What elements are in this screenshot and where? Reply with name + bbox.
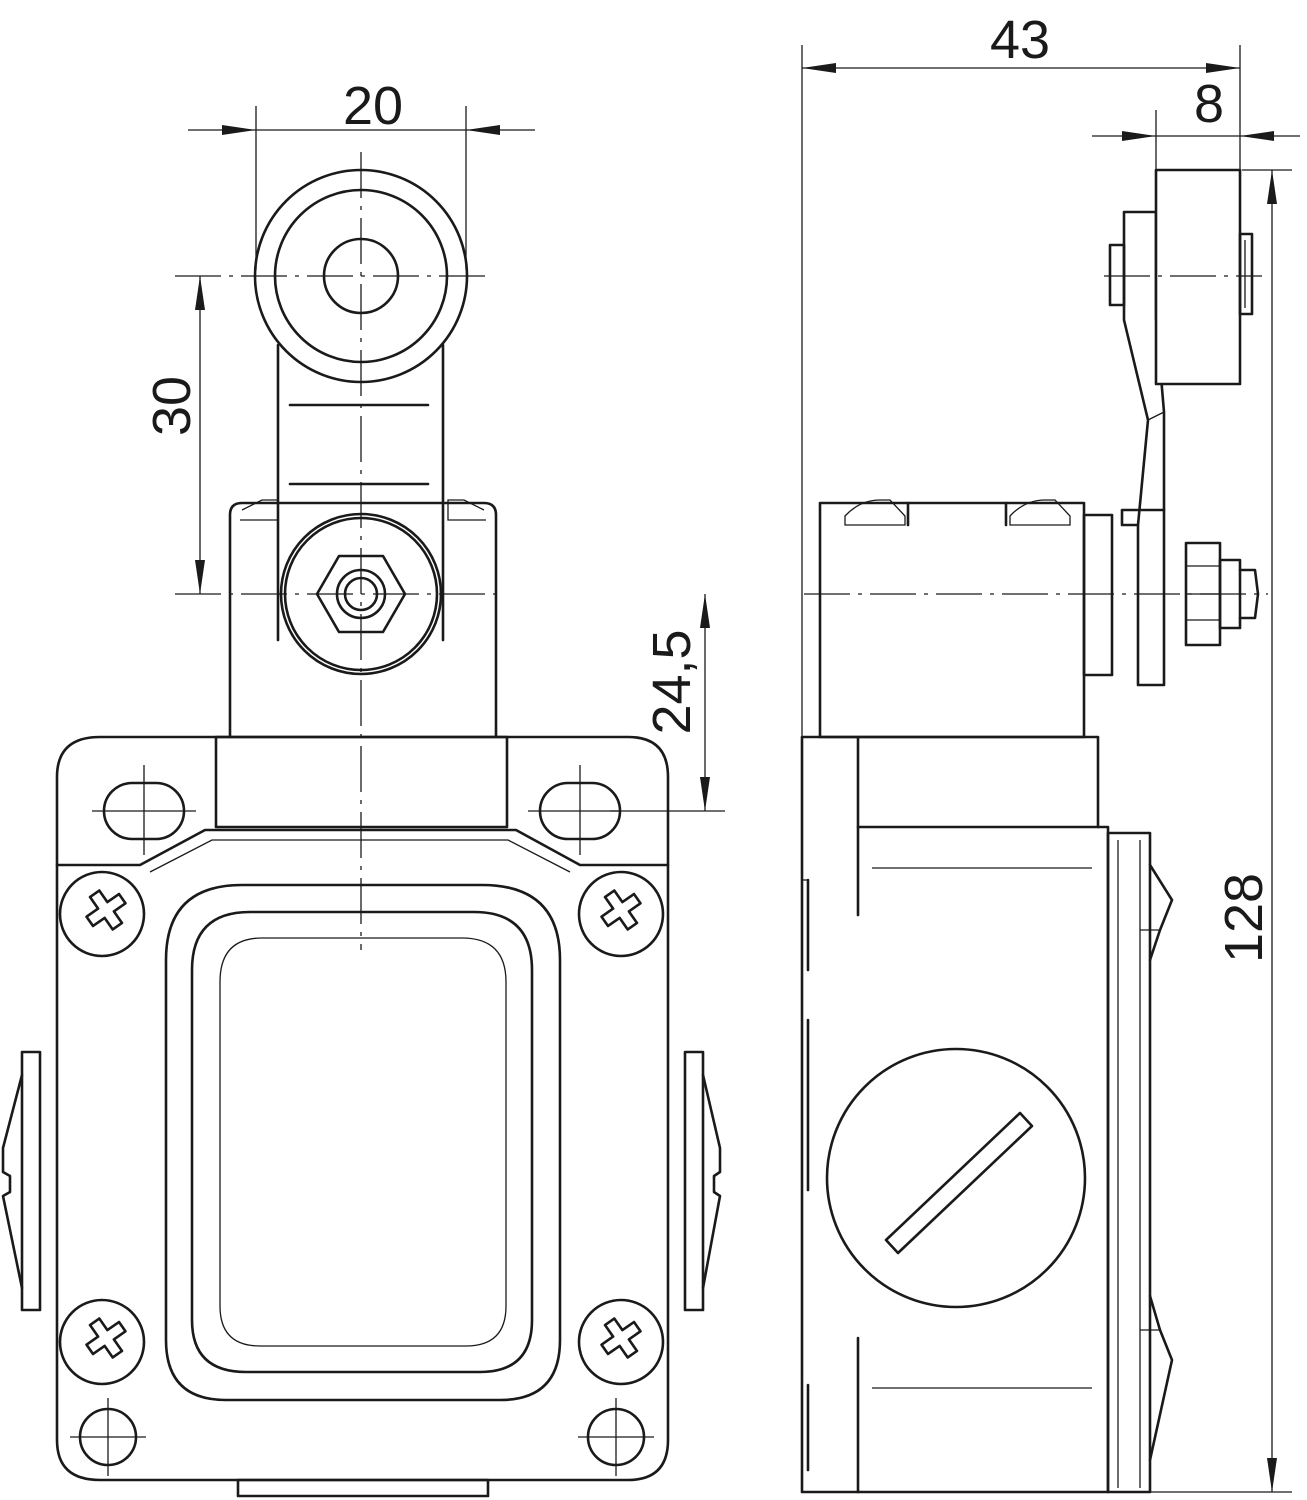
dim-total-height: 128 [1150,169,1292,1493]
dim-label-128: 128 [1214,873,1274,963]
dim-total-depth: 43 [801,10,1241,737]
dim-axis-to-flange: 24,5 [610,594,725,812]
dim-roller-width: 8 [1092,74,1300,170]
dim-label-20: 20 [343,76,403,136]
screw-bottom-left [58,1298,146,1386]
front-mount-hole-bottom-left [70,1398,146,1476]
front-cover-outer [164,883,562,1402]
front-lever-arm [276,343,445,642]
dim-label-24-5: 24,5 [642,629,702,734]
screw-top-right [577,870,665,958]
screw-bottom-right [577,1298,665,1386]
front-view: 20 30 24,5 [1,76,725,1498]
dim-lever-length: 30 [142,276,205,594]
dim-label-43: 43 [990,10,1050,70]
side-view: 43 8 128 [800,10,1300,1494]
side-roller [1108,168,1254,386]
cable-gland-right [683,1050,722,1312]
side-cover-plate [1106,831,1152,1494]
front-mount-hole-left [92,765,196,855]
dim-label-8: 8 [1194,74,1224,134]
front-cover-inner [190,910,534,1374]
front-housing-outline [55,735,670,1482]
front-bottom-tab [236,1478,490,1498]
dim-label-30: 30 [142,376,202,436]
screw-top-left [58,870,146,958]
side-housing-outline [800,735,1110,1494]
side-head-block [818,501,1086,739]
side-lever-plate [1120,508,1166,687]
front-mount-hole-bottom-right [578,1398,654,1476]
front-head-block [228,501,498,739]
front-mount-hole-right [528,765,622,855]
front-cover-shoulder [55,828,670,867]
dim-roller-diameter: 20 [188,76,535,270]
cable-gland-left [1,1050,42,1312]
side-rotary-cam [825,1047,1087,1309]
